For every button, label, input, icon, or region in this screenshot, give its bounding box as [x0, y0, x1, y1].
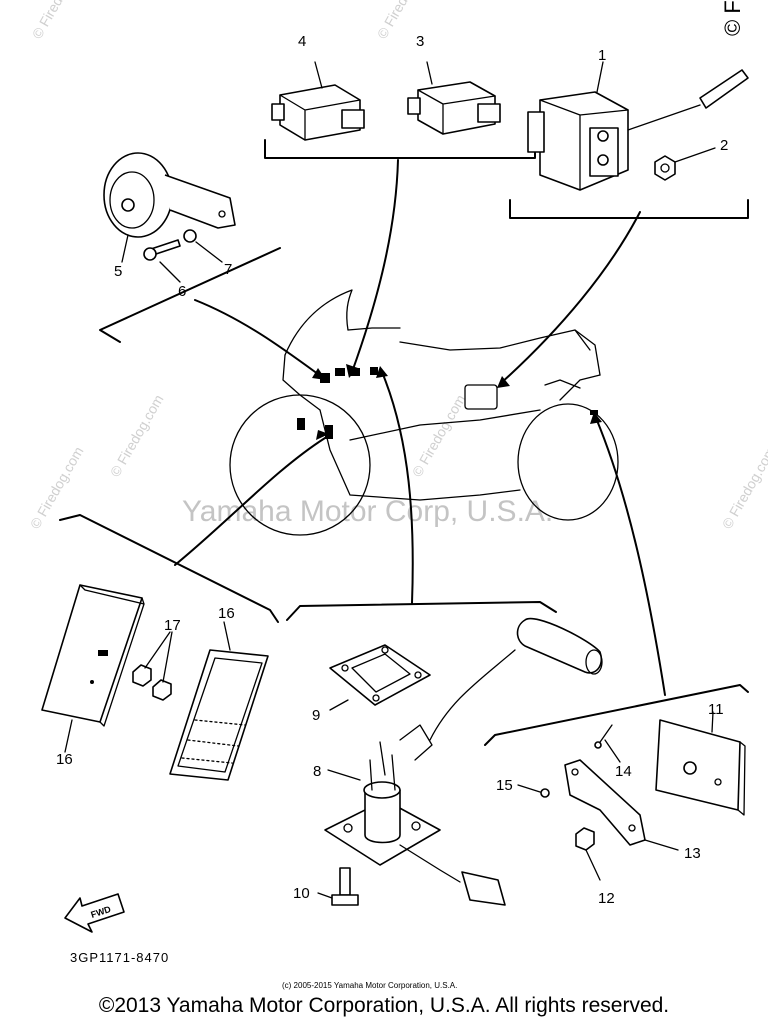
relay-location-marker	[464, 384, 498, 410]
leader-lines	[174, 159, 666, 696]
callout-17: 17	[164, 617, 181, 634]
callout-7: 7	[224, 261, 232, 278]
starter-relay-1	[527, 61, 749, 191]
callout-15: 15	[496, 777, 513, 794]
watermark-site-6: © Firedog.com	[719, 444, 768, 532]
watermark-site-2: © Firedog.com	[374, 0, 434, 41]
watermark-site-5: © Firedog.com	[409, 392, 469, 480]
callout-11: 11	[708, 701, 724, 718]
arrowheads	[312, 364, 602, 440]
motorcycle-outline	[229, 289, 619, 536]
callout-8: 8	[313, 763, 321, 780]
callout-3: 3	[416, 33, 424, 50]
forward-arrow-icon: FWD	[64, 893, 125, 933]
group-brackets	[59, 139, 749, 746]
relay-4	[271, 61, 365, 141]
callout-2: 2	[720, 137, 728, 154]
callout-10: 10	[293, 885, 310, 902]
callout-12: 12	[598, 890, 615, 907]
watermark-site-4: © Firedog.com	[27, 444, 87, 532]
callout-6: 6	[178, 283, 186, 300]
callout-16-left: 16	[56, 751, 73, 768]
horn-5	[103, 152, 236, 283]
watermark-site-1: © Firedog.com	[29, 0, 89, 41]
screw-14	[594, 724, 621, 763]
watermark-center: Yamaha Motor Corp, U.S.A.	[182, 495, 553, 528]
gasket-9	[329, 644, 431, 711]
callout-numbers: 1 2 3 4 5 6 7 8 9 10 11 12 13 14 15 16 1…	[56, 33, 728, 907]
reflector-16-right	[169, 621, 269, 781]
bolt-10	[317, 867, 359, 906]
watermark-site-3: © Firedog.com	[107, 392, 167, 480]
watermark-corner: © Fire	[720, 0, 745, 36]
callout-13: 13	[684, 845, 701, 862]
callout-4: 4	[298, 33, 306, 50]
callout-14: 14	[615, 763, 632, 780]
callout-1: 1	[598, 47, 606, 64]
callout-9: 9	[312, 707, 320, 724]
footer-copyright: ©2013 Yamaha Motor Corporation, U.S.A. A…	[98, 994, 670, 1017]
screw-15	[517, 784, 550, 798]
nut-12	[575, 827, 601, 881]
callout-5: 5	[114, 263, 122, 280]
callout-16-right: 16	[218, 605, 235, 622]
fuel-sender-8	[324, 617, 603, 906]
bracket-13	[564, 759, 679, 851]
small-copyright: (c) 2005-2015 Yamaha Motor Corporation, …	[282, 981, 457, 990]
watermark-layer: © Firedog.com © Firedog.com © Firedog.co…	[27, 0, 768, 532]
reflector-16-left	[41, 584, 145, 753]
nut-17	[132, 631, 173, 701]
part-number: 3GP1171-8470	[70, 950, 169, 965]
relay-3	[407, 61, 501, 135]
reflector-11	[655, 711, 746, 816]
